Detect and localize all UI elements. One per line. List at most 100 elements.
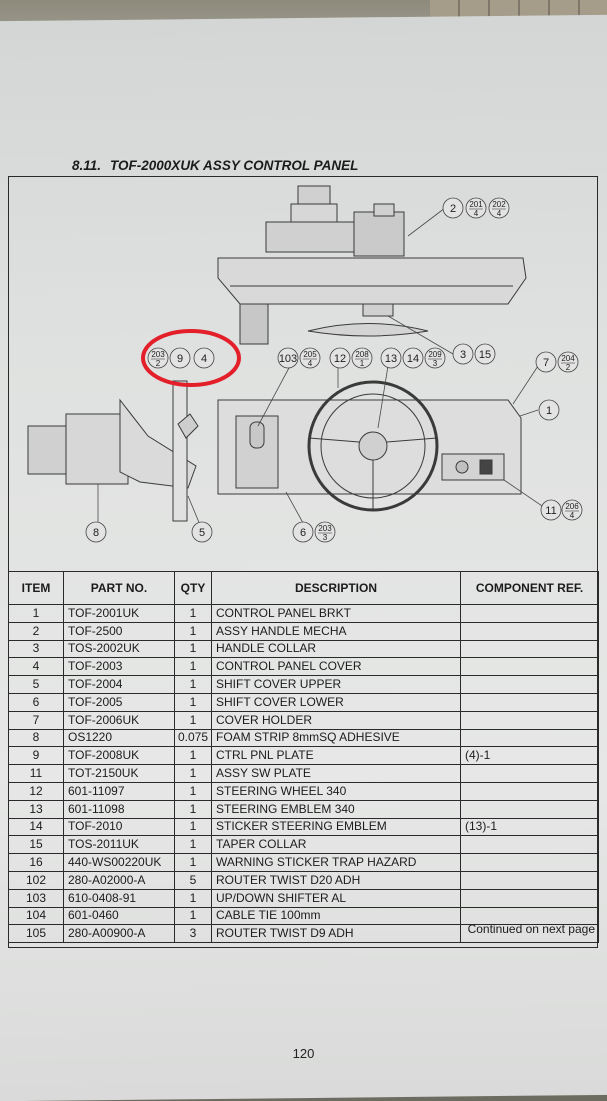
callout-circle <box>535 351 557 373</box>
cell-item: 6 <box>8 692 64 712</box>
callout-label: 4 <box>497 209 502 218</box>
callout-label: 4 <box>201 353 207 365</box>
cell-part-no: TOF-2006UK <box>63 710 175 730</box>
cell-description: STICKER STEERING EMBLEM <box>211 817 461 837</box>
callout-circle <box>488 197 510 219</box>
cell-description: SHIFT COVER UPPER <box>211 675 461 694</box>
callout-label: 4 <box>308 359 313 368</box>
cell-qty: 1 <box>174 764 212 783</box>
callout-label: 15 <box>479 349 491 361</box>
callout-circle <box>465 197 487 219</box>
cell-qty: 1 <box>174 746 212 766</box>
cell-component-ref <box>460 692 599 712</box>
callout-circle <box>380 347 402 369</box>
callout-label: 7 <box>543 357 549 369</box>
cell-qty: 1 <box>174 888 212 908</box>
cell-component-ref <box>460 835 599 855</box>
top-view-assembly <box>217 185 527 345</box>
callout-label: 208 <box>355 350 369 359</box>
cell-qty: 0.075 <box>174 728 212 748</box>
callout-circle <box>277 347 299 369</box>
cell-item: 12 <box>8 781 64 801</box>
callout-label: 203 <box>151 350 165 359</box>
callout-label: 209 <box>428 350 442 359</box>
header-description: DESCRIPTION <box>211 571 461 605</box>
callout-circle <box>329 347 351 369</box>
cell-qty: 1 <box>174 675 212 694</box>
cell-description: SHIFT COVER LOWER <box>211 692 461 712</box>
callout-label: 4 <box>474 209 479 218</box>
cell-item: 15 <box>8 835 64 855</box>
cell-qty: 1 <box>174 657 212 677</box>
callout-label: 2 <box>450 203 456 215</box>
cell-description: FOAM STRIP 8mmSQ ADHESIVE <box>211 728 461 748</box>
cell-description: WARNING STICKER TRAP HAZARD <box>211 853 461 872</box>
callout-label: 201 <box>469 200 483 209</box>
callout-label: 3 <box>460 349 466 361</box>
cell-component-ref <box>460 781 599 801</box>
callout-label: 3 <box>433 359 438 368</box>
cell-description: CABLE TIE 100mm <box>211 906 461 926</box>
callout-label: 2 <box>156 359 161 368</box>
cell-part-no: TOF-2500 <box>63 621 175 641</box>
cell-component-ref <box>460 853 599 872</box>
callout-label: 103 <box>279 353 297 365</box>
callout-label: 4 <box>570 511 575 520</box>
cell-item: 13 <box>8 799 64 819</box>
parts-table: ITEM PART NO. QTY DESCRIPTION COMPONENT … <box>8 571 599 944</box>
cell-qty: 1 <box>174 710 212 730</box>
cell-item: 105 <box>8 924 64 944</box>
cell-part-no: 601-11098 <box>63 799 175 819</box>
callout-circle <box>452 343 474 365</box>
callout-label: 203 <box>318 524 332 533</box>
cell-item: 1 <box>8 604 64 623</box>
cell-qty: 1 <box>174 817 212 837</box>
cell-component-ref <box>460 639 599 659</box>
callout-label: 205 <box>303 350 317 359</box>
cell-qty: 1 <box>174 853 212 872</box>
cell-part-no: 610-0408-91 <box>63 888 175 908</box>
cell-description: CTRL PNL PLATE <box>211 746 461 766</box>
section-title: TOF-2000XUK ASSY CONTROL PANEL <box>110 158 359 173</box>
cell-part-no: TOS-2011UK <box>63 835 175 855</box>
header-item: ITEM <box>8 571 64 605</box>
cell-item: 103 <box>8 888 64 908</box>
callout-label: 206 <box>565 502 579 511</box>
cell-description: HANDLE COLLAR <box>211 639 461 659</box>
cell-item: 16 <box>8 853 64 872</box>
page-number: 120 <box>292 1046 315 1061</box>
cell-description: STEERING WHEEL 340 <box>211 781 461 801</box>
cell-item: 14 <box>8 817 64 837</box>
cell-description: TAPER COLLAR <box>211 835 461 855</box>
callout-circle <box>538 399 560 421</box>
cell-part-no: OS1220 <box>63 728 175 748</box>
cell-description: COVER HOLDER <box>211 710 461 730</box>
callout-circle <box>169 347 191 369</box>
callout-label: 3 <box>323 533 328 542</box>
cell-qty: 1 <box>174 639 212 659</box>
cell-part-no: TOF-2004 <box>63 675 175 694</box>
callout-circle <box>424 347 446 369</box>
cell-component-ref <box>460 710 599 730</box>
continued-note: Continued on next page <box>467 922 595 936</box>
callout-circle <box>292 521 314 543</box>
cell-component-ref <box>460 621 599 641</box>
cell-component-ref: (4)-1 <box>460 746 599 766</box>
cell-item: 4 <box>8 657 64 677</box>
cell-part-no: 601-0460 <box>63 906 175 926</box>
cell-description: ROUTER TWIST D9 ADH <box>211 924 461 944</box>
header-part-no: PART NO. <box>63 571 175 605</box>
table-header-row: ITEM PART NO. QTY DESCRIPTION COMPONENT … <box>8 571 599 605</box>
cell-description: ROUTER TWIST D20 ADH <box>211 870 461 890</box>
callout-circle <box>193 347 215 369</box>
cell-item: 102 <box>8 870 64 890</box>
cell-qty: 1 <box>174 781 212 801</box>
